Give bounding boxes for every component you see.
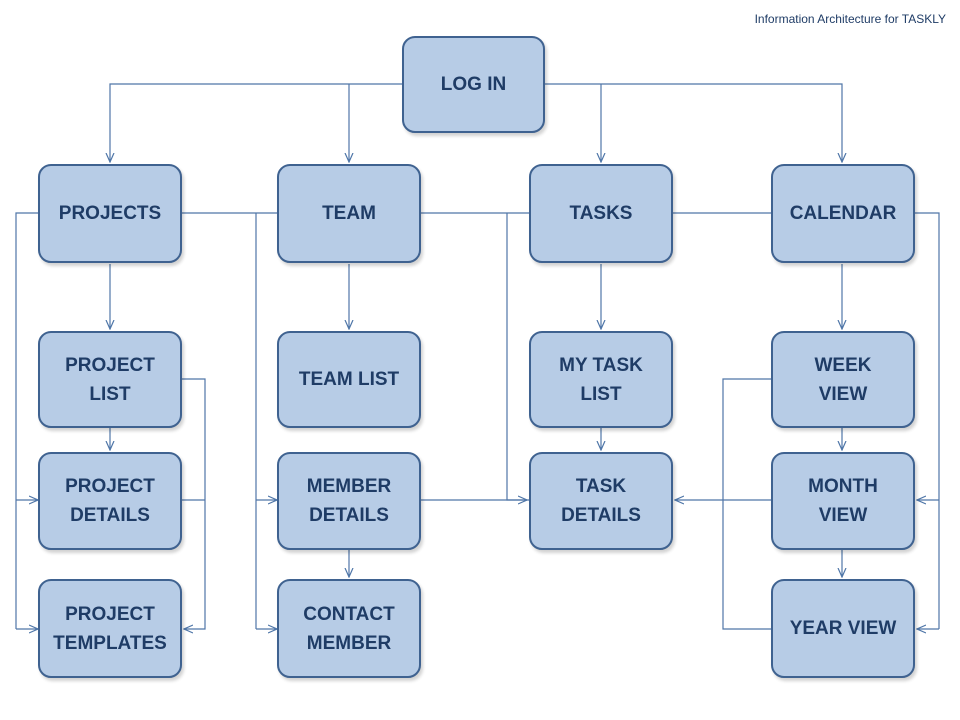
node-project-templates[interactable]: PROJECT TEMPLATES [38,579,182,678]
diagram-caption: Information Architecture for TASKLY [754,12,946,26]
node-login[interactable]: LOG IN [402,36,545,133]
node-label: MY TASK LIST [559,354,643,405]
node-project-list[interactable]: PROJECT LIST [38,331,182,428]
node-calendar[interactable]: CALENDAR [771,164,915,263]
node-task-details[interactable]: TASK DETAILS [529,452,673,550]
node-label: PROJECT LIST [65,354,155,405]
node-label: CALENDAR [789,203,897,224]
node-tasks[interactable]: TASKS [529,164,673,263]
node-label: TASKS [569,203,633,224]
node-contact-member[interactable]: CONTACT MEMBER [277,579,421,678]
node-label: CONTACT MEMBER [303,603,395,654]
node-project-details[interactable]: PROJECT DETAILS [38,452,182,550]
node-label: YEAR VIEW [789,618,897,639]
node-label: TEAM LIST [298,369,400,390]
node-label: WEEK VIEW [814,354,872,405]
node-week-view[interactable]: WEEK VIEW [771,331,915,428]
node-label: PROJECT TEMPLATES [53,603,167,654]
node-year-view[interactable]: YEAR VIEW [771,579,915,678]
node-label: TASK DETAILS [561,476,641,526]
node-label: TEAM [322,203,376,224]
node-label: MONTH VIEW [808,476,878,526]
node-projects[interactable]: PROJECTS [38,164,182,263]
node-label: MEMBER DETAILS [306,476,392,526]
node-label: PROJECTS [58,203,162,224]
node-member-details[interactable]: MEMBER DETAILS [277,452,421,550]
node-team[interactable]: TEAM [277,164,421,263]
node-team-list[interactable]: TEAM LIST [277,331,421,428]
node-month-view[interactable]: MONTH VIEW [771,452,915,550]
node-label: LOG IN [440,74,507,95]
node-my-task-list[interactable]: MY TASK LIST [529,331,673,428]
node-label: PROJECT DETAILS [65,476,155,526]
